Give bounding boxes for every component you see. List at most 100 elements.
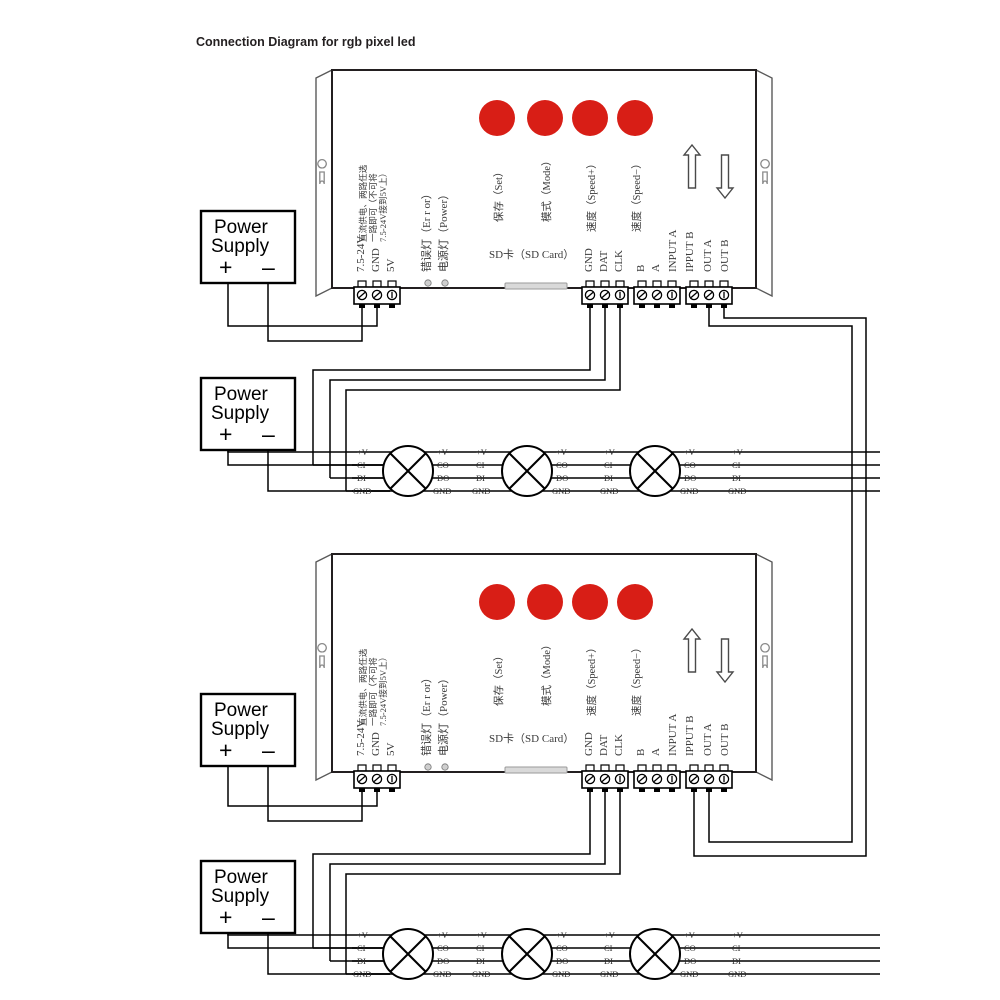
terminal-block-ab-2[interactable] [633, 764, 681, 792]
sd-card-slot-2 [504, 766, 568, 774]
lamp-label-error-2: 错误灯（Er r or） [419, 672, 433, 756]
wiring-ctrl1-out-to-ctrl2-in [693, 308, 867, 857]
pixel-1-2-out-do: DO [556, 473, 568, 483]
pixel-1-3-out-vplus: +V [684, 447, 696, 457]
pixel-1-3-in-gnd: GND [600, 486, 618, 496]
button-set-2[interactable]: 保存（Set） [479, 584, 515, 706]
button-speed-up-cap[interactable] [572, 100, 608, 136]
button-mode-2-cap[interactable] [527, 584, 563, 620]
pixel-2-2-out-do: DO [556, 956, 568, 966]
power-supply-2-minus: – [262, 421, 275, 447]
wiring-ps3-to-ctrl2 [227, 766, 378, 822]
button-speed-down-cap[interactable] [617, 100, 653, 136]
power-lamp-led [441, 279, 449, 287]
power-supply-1-minus: – [262, 254, 275, 280]
pixel-string-2-tail: +V CI DI GND [728, 930, 746, 979]
terminal-label-b: B [635, 265, 647, 272]
keyhole-slot-right-icon [760, 158, 770, 185]
terminal-label-out-b-2: OUT B [719, 724, 731, 757]
terminal-label-dat: DAT [598, 250, 610, 272]
pixel-1-1-in-gnd: GND [353, 486, 371, 496]
terminal-block-ab-1[interactable] [633, 280, 681, 308]
button-speed-up-2-cap[interactable] [572, 584, 608, 620]
data-terminal-labels: GND DAT CLK [583, 248, 625, 272]
button-speed-up[interactable]: 速度（Speed+） [572, 100, 608, 232]
pixel-2-1-out-gnd: GND [433, 969, 451, 979]
pixel-2-tail-vplus: +V [732, 930, 744, 940]
pixel-1-1-out-vplus: +V [437, 447, 449, 457]
terminal-label-ipput-b: IPPUT B [684, 232, 696, 272]
button-mode[interactable]: 模式（Mode） [527, 100, 563, 222]
button-speed-down[interactable]: 速度（Speed−） [617, 100, 653, 232]
power-note-line-1: 直流供电、两路任选 [357, 164, 368, 242]
input-up-arrow-icon [682, 143, 702, 189]
pixel-2-1-in-di: DI [357, 956, 366, 966]
power-supply-3: Power Supply + – [199, 692, 297, 768]
pixel-2-2-out-gnd: GND [552, 969, 570, 979]
pixel-1-1-in-ci: CI [357, 460, 366, 470]
pixel-1-tail-vplus: +V [732, 447, 744, 457]
button-set-label: 保存（Set） [492, 167, 505, 222]
power-supply-1-box [199, 209, 297, 285]
power-supply-4: Power Supply + – [199, 859, 297, 935]
terminal-label-7v5-24v-2: 7.5-24V [355, 720, 367, 756]
pixel-1-2-in-vplus: +V [476, 447, 488, 457]
pixel-1-1-in-di: DI [357, 473, 366, 483]
pixel-1-2-in-di: DI [476, 473, 485, 483]
pixel-node-2-1: +V CI DI GND +V CO DO GND [353, 928, 451, 980]
controller-unit-1: 直流供电、两路任选 一路即可（不可将 7.5-24V接到5V上） 7.5-24V… [315, 68, 773, 308]
pixel-1-1-out-gnd: GND [433, 486, 451, 496]
button-set[interactable]: 保存（Set） [479, 100, 515, 222]
power-supply-3-line1: Power [214, 700, 269, 721]
button-speed-up-2[interactable]: 速度（Speed+） [572, 584, 608, 716]
terminal-block-io-1[interactable] [685, 280, 733, 308]
terminal-block-power-1[interactable] [353, 280, 401, 308]
pixel-2-1-in-ci: CI [357, 943, 366, 953]
power-terminal-labels: 7.5-24V GND 5V [355, 236, 397, 272]
pixel-1-2-in-gnd: GND [472, 486, 490, 496]
sd-card-slot [504, 282, 568, 290]
pixel-2-3-out-vplus: +V [684, 930, 696, 940]
terminal-block-power-2[interactable] [353, 764, 401, 792]
pixel-1-3-out-co: CO [684, 460, 696, 470]
pixel-1-2-in-ci: CI [476, 460, 485, 470]
power-supply-2-plus: + [219, 421, 232, 447]
button-set-2-cap[interactable] [479, 584, 515, 620]
pixel-1-tail-ci: CI [732, 460, 741, 470]
terminal-label-gnd-2: GND [370, 732, 382, 756]
pixel-1-3-in-vplus: +V [604, 447, 616, 457]
terminal-label-a: A [650, 264, 662, 272]
power-note-2-line-2: 一路即可（不可将 [367, 657, 378, 726]
io-terminal-labels-2: INPUT A IPPUT B OUT A OUT B [667, 714, 731, 756]
wiring-ps1-to-ctrl1 [227, 283, 378, 342]
mount-flange-right-2 [755, 552, 773, 782]
pixel-1-tail-di: DI [732, 473, 741, 483]
lamp-label-error: 错误灯（Er r or） [419, 188, 433, 272]
pixel-1-2-out-gnd: GND [552, 486, 570, 496]
button-speed-down-2-cap[interactable] [617, 584, 653, 620]
terminal-block-io-2[interactable] [685, 764, 733, 792]
power-supply-note-2: 直流供电、两路任选 一路即可（不可将 7.5-24V接到5V上） [357, 648, 388, 726]
button-speed-down-2-label: 速度（Speed−） [630, 642, 643, 716]
pixel-2-3-in-vplus: +V [604, 930, 616, 940]
power-note-line-2: 一路即可（不可将 [367, 173, 378, 242]
power-supply-1: Power Supply + – [199, 209, 297, 285]
pixel-node-1-3: +V CI DI GND +V CO DO GND [600, 445, 698, 497]
pixel-1-2-out-co: CO [556, 460, 568, 470]
data-terminal-labels-2: GND DAT CLK [583, 732, 625, 756]
terminal-block-data-2[interactable] [581, 764, 629, 792]
button-mode-2[interactable]: 模式（Mode） [527, 584, 563, 706]
button-mode-cap[interactable] [527, 100, 563, 136]
button-speed-down-2[interactable]: 速度（Speed−） [617, 584, 653, 716]
button-speed-up-label: 速度（Speed+） [585, 158, 598, 232]
terminal-block-data-1[interactable] [581, 280, 629, 308]
terminal-label-clk: CLK [613, 250, 625, 272]
button-set-cap[interactable] [479, 100, 515, 136]
pixel-2-2-in-gnd: GND [472, 969, 490, 979]
ab-terminal-labels: B A [635, 264, 662, 272]
pixel-2-2-in-vplus: +V [476, 930, 488, 940]
error-lamp-led [424, 279, 432, 287]
power-supply-4-minus: – [262, 904, 275, 930]
